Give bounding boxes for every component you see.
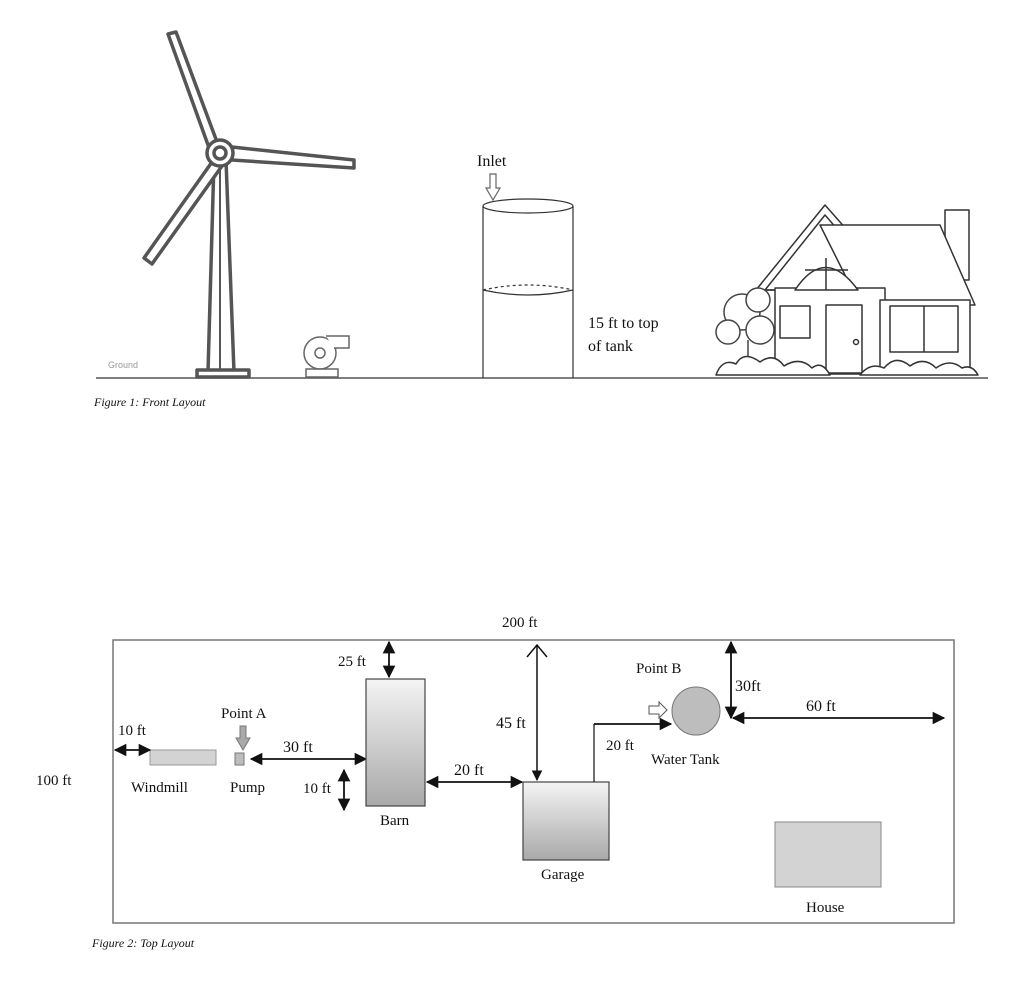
garage-to-top-label: 45 ft <box>496 715 526 732</box>
bush-icon <box>715 287 775 372</box>
garage-box <box>522 781 610 861</box>
figure1-caption: Figure 1: Front Layout <box>93 395 206 409</box>
barn-label: Barn <box>380 813 410 829</box>
house-label: House <box>806 900 845 916</box>
water-tank-top-circle <box>671 686 721 736</box>
windmill-to-wall-label: 10 ft <box>118 723 147 739</box>
top-layout: 200 ft 100 ft Windmill 10 ft Point A Pum… <box>36 615 955 950</box>
front-layout: Ground Inlet <box>93 30 988 409</box>
garage-to-top-arrowhead <box>526 643 548 658</box>
figure2-caption: Figure 2: Top Layout <box>91 936 195 950</box>
width-label: 200 ft <box>502 615 538 631</box>
ground-label: Ground <box>108 360 138 370</box>
tank-height-label-line2: of tank <box>588 338 633 355</box>
tank-to-top-label: 30ft <box>735 678 761 695</box>
garage-label: Garage <box>541 867 585 883</box>
water-tank-front-icon <box>482 198 574 378</box>
windmill-front-icon <box>142 30 356 379</box>
point-a-label: Point A <box>221 706 267 722</box>
house-top-box <box>774 821 882 888</box>
windmill-top-box <box>149 749 217 766</box>
barn-to-top-label: 25 ft <box>338 654 367 670</box>
windmill-label: Windmill <box>131 780 188 796</box>
point-b-label: Point B <box>636 661 681 677</box>
pump-to-barn-label: 30 ft <box>283 739 313 756</box>
point-a-arrow-icon <box>235 725 251 751</box>
pump-label: Pump <box>230 780 265 796</box>
barn-box <box>365 678 426 807</box>
height-label: 100 ft <box>36 773 72 789</box>
inlet-arrow-icon <box>484 173 502 202</box>
tank-height-label-line1: 15 ft to top <box>588 315 659 332</box>
pump-front-icon <box>303 335 350 378</box>
point-b-arrow-icon <box>648 700 668 720</box>
water-tank-label: Water Tank <box>651 752 720 768</box>
pump-top-box <box>234 752 245 766</box>
tank-to-right-label: 60 ft <box>806 698 836 715</box>
house-front-icon <box>715 204 979 376</box>
barn-offset-label: 10 ft <box>303 781 332 797</box>
inlet-label: Inlet <box>477 153 507 170</box>
barn-to-garage-label: 20 ft <box>454 762 484 779</box>
garage-to-tank-label: 20 ft <box>606 738 635 754</box>
